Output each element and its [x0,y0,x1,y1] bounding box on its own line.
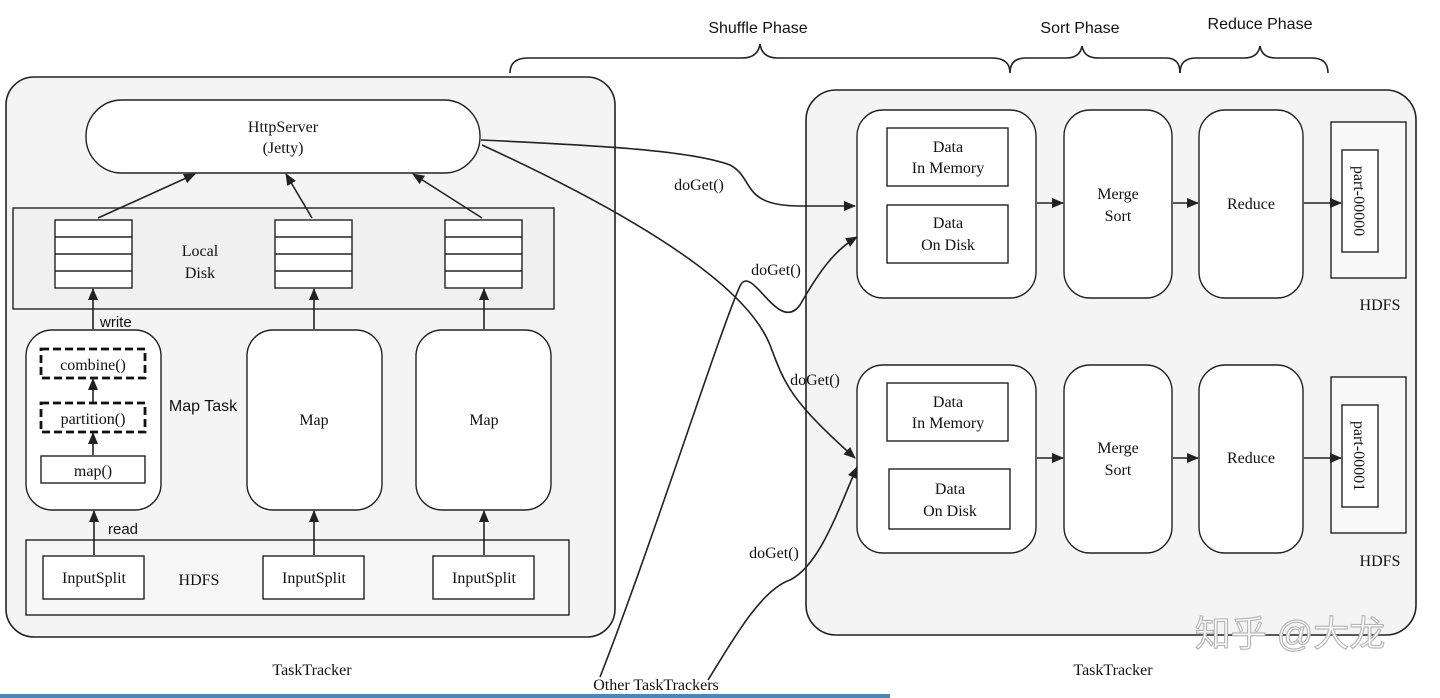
partition-label: partition() [61,411,126,428]
watermark: 知乎 @大龙 [1195,613,1386,654]
merge-sort-label-1: Merge [1097,186,1138,203]
input-split-2 [262,555,365,600]
reduce-phase-label: Reduce Phase [1208,16,1313,33]
input-split-3-label: InputSplit [452,570,517,587]
part-00001-label: part-00001 [1350,421,1367,491]
data-in-memory-box-2 [886,382,1009,442]
reduce-label-1: Reduce [1227,196,1275,213]
bottom-blue-bar [0,694,890,698]
data-on-disk-label-2: Data [935,481,965,498]
other-tasktrackers-label: Other TaskTrackers [593,677,719,694]
reduce-box-2 [1198,364,1304,554]
local-disk-label: Local [182,243,219,260]
input-split-3 [432,555,535,600]
data-on-disk-box-1 [886,204,1009,264]
map-tasktracker-label: TaskTracker [272,662,352,679]
buffer3-to-http-arrow [412,173,483,219]
map-fn-label: map() [74,463,112,480]
partition-box [39,401,147,434]
merge-sort-box-1 [1063,109,1173,299]
merge-sort-sublabel-1: Sort [1105,208,1132,225]
doget-label-3: doGet() [790,372,840,389]
spill-buffer-3 [444,219,523,289]
sort-phase-brace [1009,45,1181,74]
map-label-2: Map [299,412,328,429]
part-00000-label: part-00000 [1350,166,1367,236]
input-split-2-label: InputSplit [282,570,347,587]
data-on-disk-label-1: Data [933,215,963,232]
read-label: read [108,521,138,538]
http-server-label: HttpServer [248,119,319,136]
buffer1-to-http-arrow [97,173,196,219]
reduce-label-2: Reduce [1227,450,1275,467]
combine-label: combine() [60,357,126,374]
doget-label-4: doGet() [749,545,799,562]
map-task-label: Map Task [169,398,238,415]
doget-curve-other-2 [707,466,858,681]
spill-buffer-2 [274,219,353,289]
doget-label-1: doGet() [674,177,724,194]
data-on-disk-box-2 [888,468,1011,530]
doget-curve-other-1 [599,236,858,678]
merge-sort-box-2 [1063,364,1173,554]
reduce-phase-brace [1179,45,1329,74]
data-in-memory-label-2: Data [933,394,963,411]
hdfs-output-label-2: HDFS [1360,553,1401,570]
doget-curve-1 [480,139,856,211]
reduce-box-1 [1198,109,1304,299]
data-on-disk-sublabel-2: On Disk [923,503,977,520]
buffer2-to-http-arrow [285,173,313,219]
part-00000-box [1341,149,1379,253]
spill-buffer-1 [54,219,133,289]
shuffle-phase-label: Shuffle Phase [708,20,807,37]
input-split-1-label: InputSplit [62,570,127,587]
input-split-1 [42,555,145,600]
write-label: write [99,314,132,331]
merge-sort-label-2: Merge [1097,440,1138,457]
map-fn-box [40,455,146,484]
hdfs-input-label: HDFS [179,572,220,589]
data-in-memory-box-1 [886,127,1009,187]
shuffle-phase-brace [509,43,1011,74]
data-on-disk-sublabel-1: On Disk [921,237,975,254]
sort-phase-label: Sort Phase [1040,20,1119,37]
phase-braces [509,43,1329,74]
part-00001-box [1341,404,1379,508]
hdfs-output-label-1: HDFS [1360,297,1401,314]
data-in-memory-label-1: Data [933,139,963,156]
http-server-box [85,99,481,174]
local-disk-sublabel: Disk [185,265,215,282]
merge-sort-sublabel-2: Sort [1105,462,1132,479]
doget-curve-2 [481,144,856,459]
doget-label-2: doGet() [751,262,801,279]
data-in-memory-sublabel-1: In Memory [912,160,984,177]
map-label-3: Map [469,412,498,429]
reduce-tasktracker-label: TaskTracker [1073,662,1153,679]
http-server-sublabel: (Jetty) [263,140,304,157]
data-in-memory-sublabel-2: In Memory [912,415,984,432]
